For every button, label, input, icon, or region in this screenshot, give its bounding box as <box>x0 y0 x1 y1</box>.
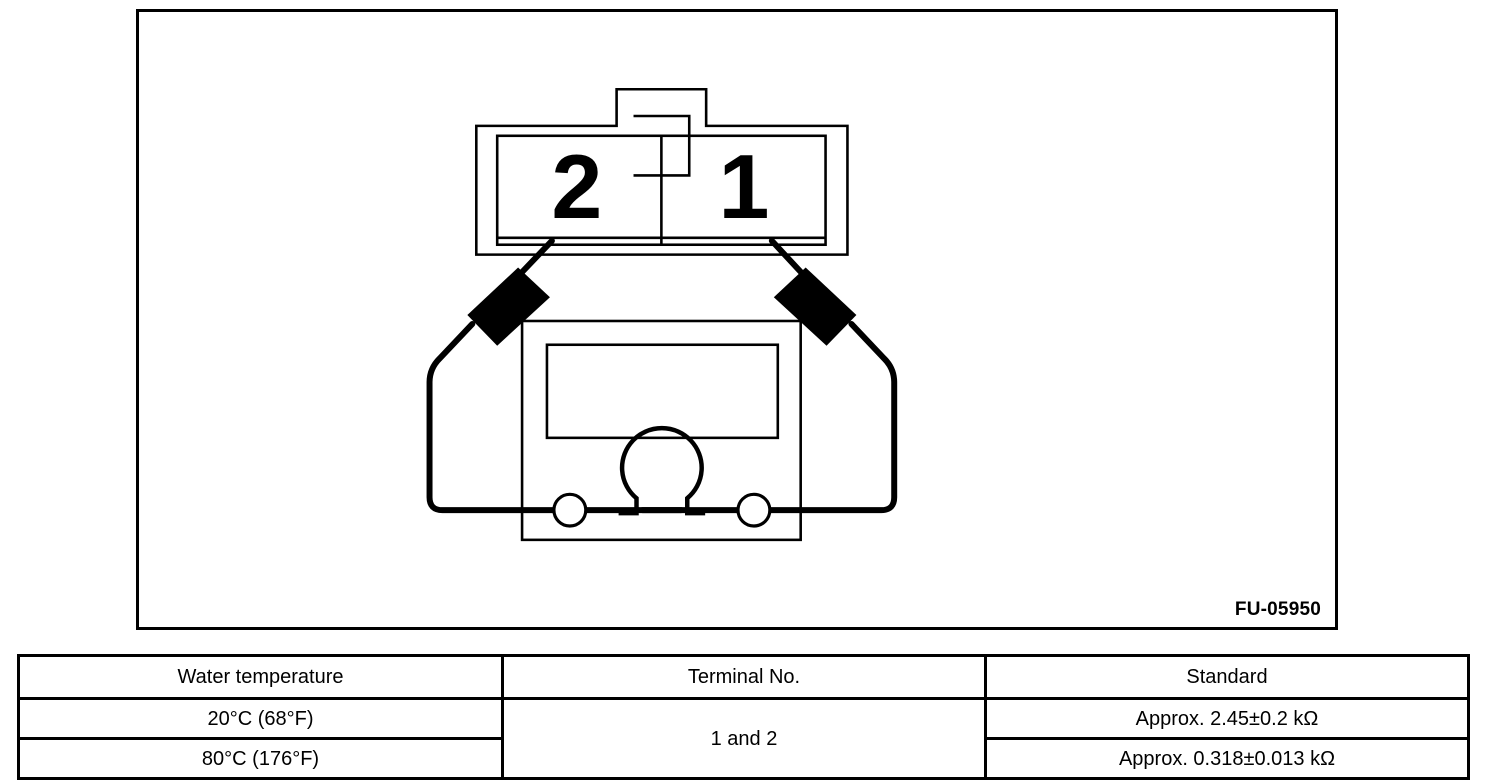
figure-code-label: FU-05950 <box>1234 599 1321 620</box>
header-standard: Standard <box>984 654 1470 700</box>
header-water-temperature: Water temperature <box>17 654 504 700</box>
test-lead-right <box>639 237 898 514</box>
table-row: 80°C (176°F) Approx. 0.318±0.013 kΩ <box>17 737 1470 780</box>
probe-right-body <box>773 267 857 346</box>
ohmmeter-body <box>520 319 802 542</box>
header-terminal-no: Terminal No. <box>501 654 987 700</box>
cell-terminal-no: 1 and 2 <box>501 697 987 780</box>
lead-left-wire <box>426 320 685 514</box>
specification-table: Water temperature Terminal No. Standard … <box>17 654 1470 780</box>
lead-right-wire <box>639 320 898 514</box>
connector-outer-shell <box>475 87 849 256</box>
probe-left-body <box>467 267 550 346</box>
cell-temperature-80c: 80°C (176°F) <box>17 737 504 780</box>
ohmmeter <box>520 319 802 542</box>
terminal-1-label: 1 <box>719 136 770 238</box>
ohmmeter-display <box>545 343 780 440</box>
terminal-2-label: 2 <box>551 136 602 238</box>
cell-temperature-20c: 20°C (68°F) <box>17 697 504 740</box>
table-row: 20°C (68°F) 1 and 2 Approx. 2.45±0.2 kΩ <box>17 697 1470 780</box>
ohm-symbol <box>618 425 706 516</box>
ohmmeter-terminal-right <box>736 492 772 528</box>
ohmmeter-connector-diagram: 2 1 <box>426 87 898 542</box>
cell-standard-80c: Approx. 0.318±0.013 kΩ <box>984 737 1470 780</box>
figure-panel: 2 1 FU-05950 <box>136 9 1338 630</box>
connector-terminal-block <box>495 134 827 247</box>
cell-standard-20c: Approx. 2.45±0.2 kΩ <box>984 697 1470 740</box>
test-lead-left <box>426 237 685 514</box>
table-header-row: Water temperature Terminal No. Standard <box>17 654 1470 700</box>
ohmmeter-terminal-left <box>552 492 588 528</box>
